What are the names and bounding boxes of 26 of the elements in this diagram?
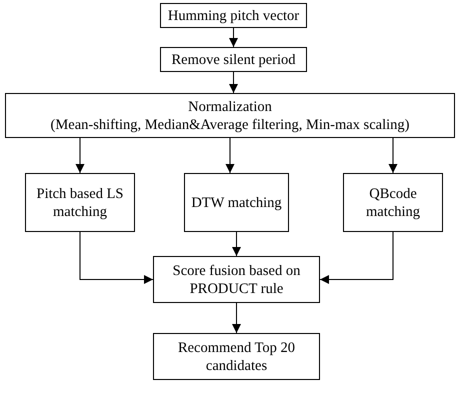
arrow <box>226 138 234 174</box>
box-label: Remove silent period <box>171 50 296 68</box>
box-label: DTW matching <box>191 194 282 212</box>
arrow <box>320 232 394 284</box>
box-label: Score fusion based on PRODUCT rule <box>172 262 302 298</box>
process-box <box>184 173 289 232</box>
arrow <box>388 138 398 174</box>
box-label: (Mean-shifting, Median&Average filtering, Min-max scaling) <box>50 116 410 134</box>
process-box <box>153 333 320 380</box>
arrow <box>229 28 238 48</box>
process-box <box>5 93 455 138</box>
box-label: Pitch based LS matching <box>36 184 124 220</box>
box-label: Recommend Top 20 candidates <box>176 338 296 374</box>
arrow <box>232 232 241 256</box>
process-box <box>160 3 307 28</box>
box-heading: Normalization <box>188 98 272 116</box>
process-box <box>343 173 443 232</box>
arrow <box>232 302 241 334</box>
arrow <box>80 232 154 284</box>
arrow <box>76 138 84 174</box>
process-box <box>25 173 135 232</box>
process-box <box>160 47 307 72</box>
process-box <box>153 256 320 303</box>
box-label: QBcode matching <box>365 184 421 220</box>
box-label: Humming pitch vector <box>168 6 300 24</box>
arrow <box>229 72 238 94</box>
